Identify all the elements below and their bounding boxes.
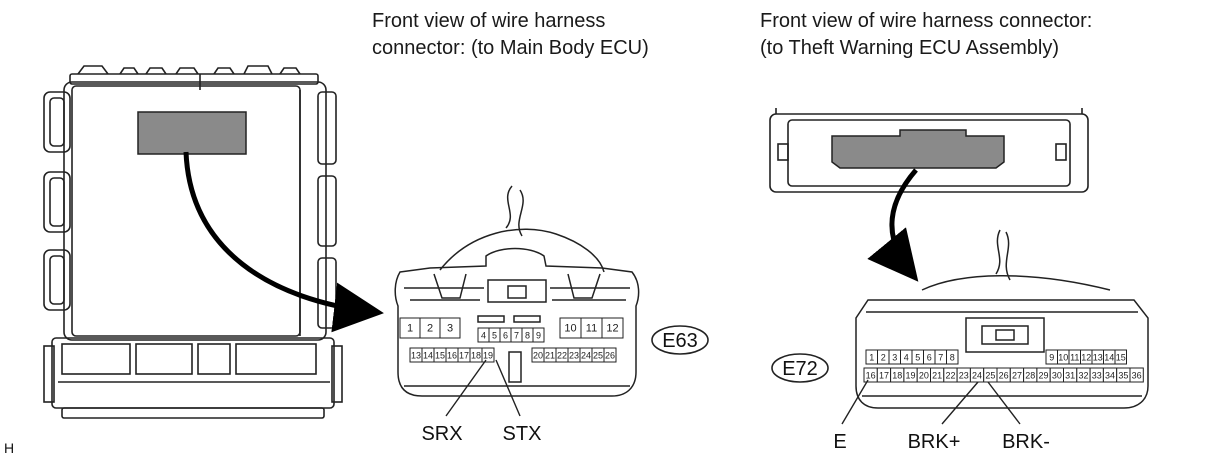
e63-pin-label: 6 [503,331,508,341]
e72-pin-label: 3 [892,353,897,363]
e63-pin-label: 1 [407,323,413,335]
caption-main-body-ecu: Front view of wire harness connector: (t… [372,8,649,62]
e72-pin-label: 4 [904,353,909,363]
e63-pin-label: 23 [569,351,579,361]
e63-pin-cell-19 [481,347,495,363]
e72-pin-label: 9 [1049,353,1054,363]
e72-pin-label: 10 [1058,353,1068,363]
e63-pin-label: 24 [581,351,591,361]
e63-pin-label: 21 [545,351,555,361]
e72-pin-label: 30 [1052,371,1062,381]
e72-pin-label: 31 [1065,371,1075,381]
e72-pin-label: 36 [1132,371,1142,381]
e72-pin-label: 24 [972,371,982,381]
e72-code-ellipse [771,353,829,383]
e72-pin-cell-36 [1129,367,1144,383]
e72-pin-label: 11 [1070,353,1079,363]
caption-main-body-line2: connector: (to Main Body ECU) [372,37,649,59]
caption-theft-warning-line1: Front view of wire harness connector: [760,10,1093,32]
e72-pin-cell-8 [946,349,959,365]
e63-pin-cell-3 [439,317,461,339]
e72-pin-cell-15 [1114,349,1127,365]
e63-pin-cell-9 [532,327,545,343]
e72-code-label: E72 [782,358,818,380]
e63-pin-label: 7 [514,331,519,341]
e72-pin-label: 17 [879,371,889,381]
e72-pin-label: 22 [945,371,955,381]
e63-pin-label: 8 [525,331,530,341]
e72-pin-label: 13 [1093,353,1103,363]
e72-pin-label: 6 [927,353,932,363]
e72-label-brk-minus: BRK- [1002,431,1050,453]
e63-leader-lines [445,359,521,417]
e72-pin-label: 28 [1025,371,1035,381]
e72-pin-label: 20 [919,371,929,381]
e63-pin-label: 5 [492,331,497,341]
e72-pin-label: 1 [869,353,874,363]
e63-pin-label: 3 [447,323,453,335]
main-body-connector-socket [137,111,247,155]
e63-pin-label: 17 [459,351,469,361]
caption-main-body-line1: Front view of wire harness [372,10,606,32]
e72-pin-label: 2 [881,353,886,363]
arrow-to-e63 [183,151,384,333]
e72-leader-lines [841,379,1021,425]
connector-e72 [855,229,1149,409]
e63-label-stx: STX [503,423,542,445]
e72-pin-label: 18 [892,371,902,381]
theft-warning-ecu-unit [769,108,1089,193]
e72-pin-label: 7 [938,353,943,363]
e72-pin-label: 15 [1116,353,1126,363]
e63-label-srx: SRX [421,423,462,445]
theft-warning-connector-socket [831,129,1005,169]
e72-pin-label: 35 [1118,371,1128,381]
e63-pin-label: 12 [606,323,618,335]
e63-pin-label: 20 [533,351,543,361]
e63-pin-label: 2 [427,323,433,335]
e63-code-ellipse [651,325,709,355]
connector-e63 [394,185,640,397]
e63-pin-label: 15 [435,351,445,361]
e72-pin-label: 21 [932,371,942,381]
e63-pin-label: 16 [447,351,457,361]
corner-marker: H [4,440,15,456]
e63-pin-label: 10 [564,323,576,335]
e72-pin-label: 34 [1105,371,1115,381]
e63-pin-label: 9 [536,331,541,341]
e63-pin-cell-12 [601,317,624,339]
e72-pin-label: 23 [959,371,969,381]
e72-pin-label: 29 [1039,371,1049,381]
e72-pin-label: 33 [1092,371,1102,381]
e72-pin-label: 16 [866,371,876,381]
e63-pin-cell-26 [603,347,617,363]
e63-pin-label: 19 [483,351,493,361]
e72-pin-label: 32 [1078,371,1088,381]
e63-pin-label: 18 [471,351,481,361]
e72-pin-label: 25 [985,371,995,381]
e72-pin-label: 12 [1081,353,1091,363]
e63-pin-label: 26 [605,351,615,361]
e63-pin-label: 22 [557,351,567,361]
e63-code-label: E63 [662,330,698,352]
caption-theft-warning-ecu: Front view of wire harness connector: (t… [760,8,1092,62]
e72-pin-label: 8 [950,353,955,363]
e72-pin-label: 27 [1012,371,1022,381]
main-body-ecu-unit [43,65,343,419]
e72-label-brk-plus: BRK+ [908,431,961,453]
caption-theft-warning-line2: (to Theft Warning ECU Assembly) [760,37,1059,59]
e63-pin-label: 4 [481,331,486,341]
e72-pin-label: 19 [906,371,916,381]
arrow-to-e72 [867,168,919,282]
e72-pin-label: 26 [999,371,1009,381]
e63-pin-label: 14 [423,351,433,361]
e72-pin-label: 14 [1104,353,1114,363]
e72-pin-label: 5 [915,353,920,363]
e63-pin-label: 13 [411,351,421,361]
e72-label-e: E [833,431,846,453]
e63-pin-label: 11 [586,323,597,335]
e63-pin-label: 25 [593,351,603,361]
